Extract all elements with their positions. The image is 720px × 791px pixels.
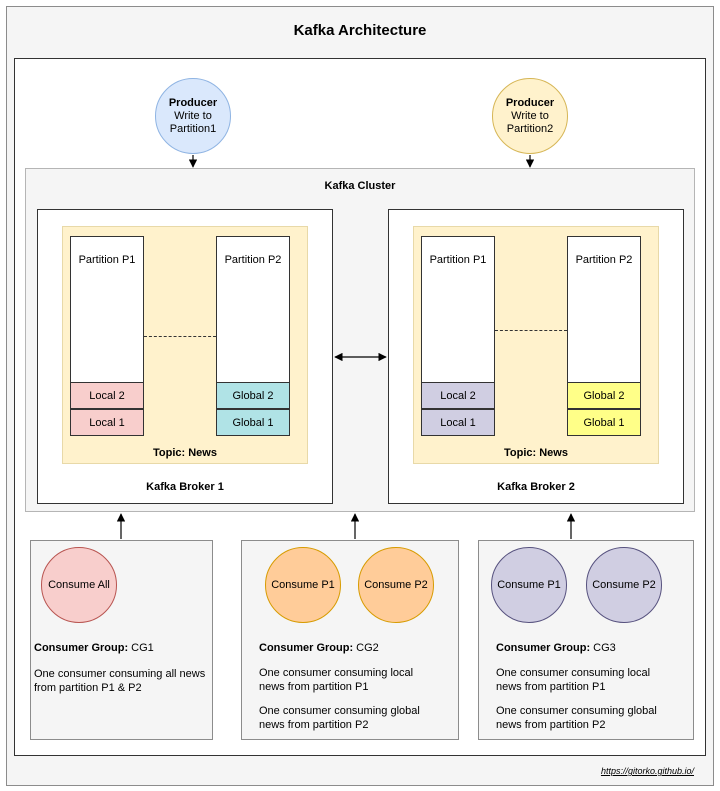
consumer-group-cg3-desc-2: One consumer consuming global news from … [496,705,657,731]
consumer-group-cg1-title: Consumer Group: CG1 [34,641,209,655]
source-link[interactable]: https://gitorko.github.io/ [600,766,694,776]
cg3-group-id: CG3 [590,642,616,654]
broker-1-partition-p1-label: Partition P1 [78,254,136,266]
broker-2-partition-p1-label: Partition P1 [429,254,487,266]
broker-1-label: Kafka Broker 1 [146,481,224,493]
producer-2-node: Producer Write to Partition2 [492,78,568,154]
broker-2-p1-cell-local-2: Local 2 [421,382,495,409]
broker-1-p2-cell-global-2: Global 2 [216,382,290,409]
cg3-group-label: Consumer Group: [496,642,591,654]
consumer-group-cg2-desc-1: One consumer consuming local news from p… [259,667,414,693]
consumer-group-cg2-desc-2: One consumer consuming global news from … [259,705,420,731]
consumer-group-cg1-desc-1: One consumer consuming all news from par… [34,668,206,694]
cg1-group-id: CG1 [128,642,154,654]
kafka-cluster-label: Kafka Cluster [324,180,396,192]
producer-1-node: Producer Write to Partition1 [155,78,231,154]
consumer-consume-all-label: Consume All [48,578,110,591]
consumer-cg2-consume-p1-label: Consume P1 [271,578,335,591]
cg2-group-id: CG2 [353,642,379,654]
broker-1-partition-p2-label: Partition P2 [224,254,282,266]
broker-2-p2-cell-global-2: Global 2 [567,382,641,409]
producer-2-line1: Write to [511,109,549,122]
broker-2-partition-p2-label: Partition P2 [575,254,633,266]
producer-2-line2: Partition2 [506,122,554,135]
consumer-group-cg2-title: Consumer Group: CG2 [259,641,455,655]
producer-2-title: Producer [505,96,555,109]
broker-2-topic-label: Topic: News [504,447,568,459]
broker-1-partition-link [144,336,216,337]
consumer-cg3-consume-p1: Consume P1 [491,547,567,623]
broker-2-label: Kafka Broker 2 [497,481,575,493]
cg1-group-label: Consumer Group: [34,642,129,654]
producer-1-title: Producer [168,96,218,109]
consumer-cg2-consume-p1: Consume P1 [265,547,341,623]
consumer-consume-all: Consume All [41,547,117,623]
consumer-cg2-consume-p2: Consume P2 [358,547,434,623]
broker-1-p2-cell-global-1: Global 1 [216,409,290,436]
consumer-cg3-consume-p1-label: Consume P1 [497,578,561,591]
cg2-group-label: Consumer Group: [259,642,354,654]
consumer-cg3-consume-p2: Consume P2 [586,547,662,623]
broker-2-p2-cell-global-1: Global 1 [567,409,641,436]
consumer-cg2-consume-p2-label: Consume P2 [364,578,428,591]
consumer-group-cg3-title: Consumer Group: CG3 [496,641,690,655]
broker-1-p1-cell-local-1: Local 1 [70,409,144,436]
producer-1-line2: Partition1 [169,122,217,135]
consumer-group-cg3-desc-1: One consumer consuming local news from p… [496,667,651,693]
broker-1-topic-label: Topic: News [153,447,217,459]
broker-2-partition-link [495,330,567,331]
broker-2-p1-cell-local-1: Local 1 [421,409,495,436]
producer-1-line1: Write to [174,109,212,122]
consumer-cg3-consume-p2-label: Consume P2 [592,578,656,591]
diagram-title: Kafka Architecture [293,22,427,39]
broker-1-p1-cell-local-2: Local 2 [70,382,144,409]
